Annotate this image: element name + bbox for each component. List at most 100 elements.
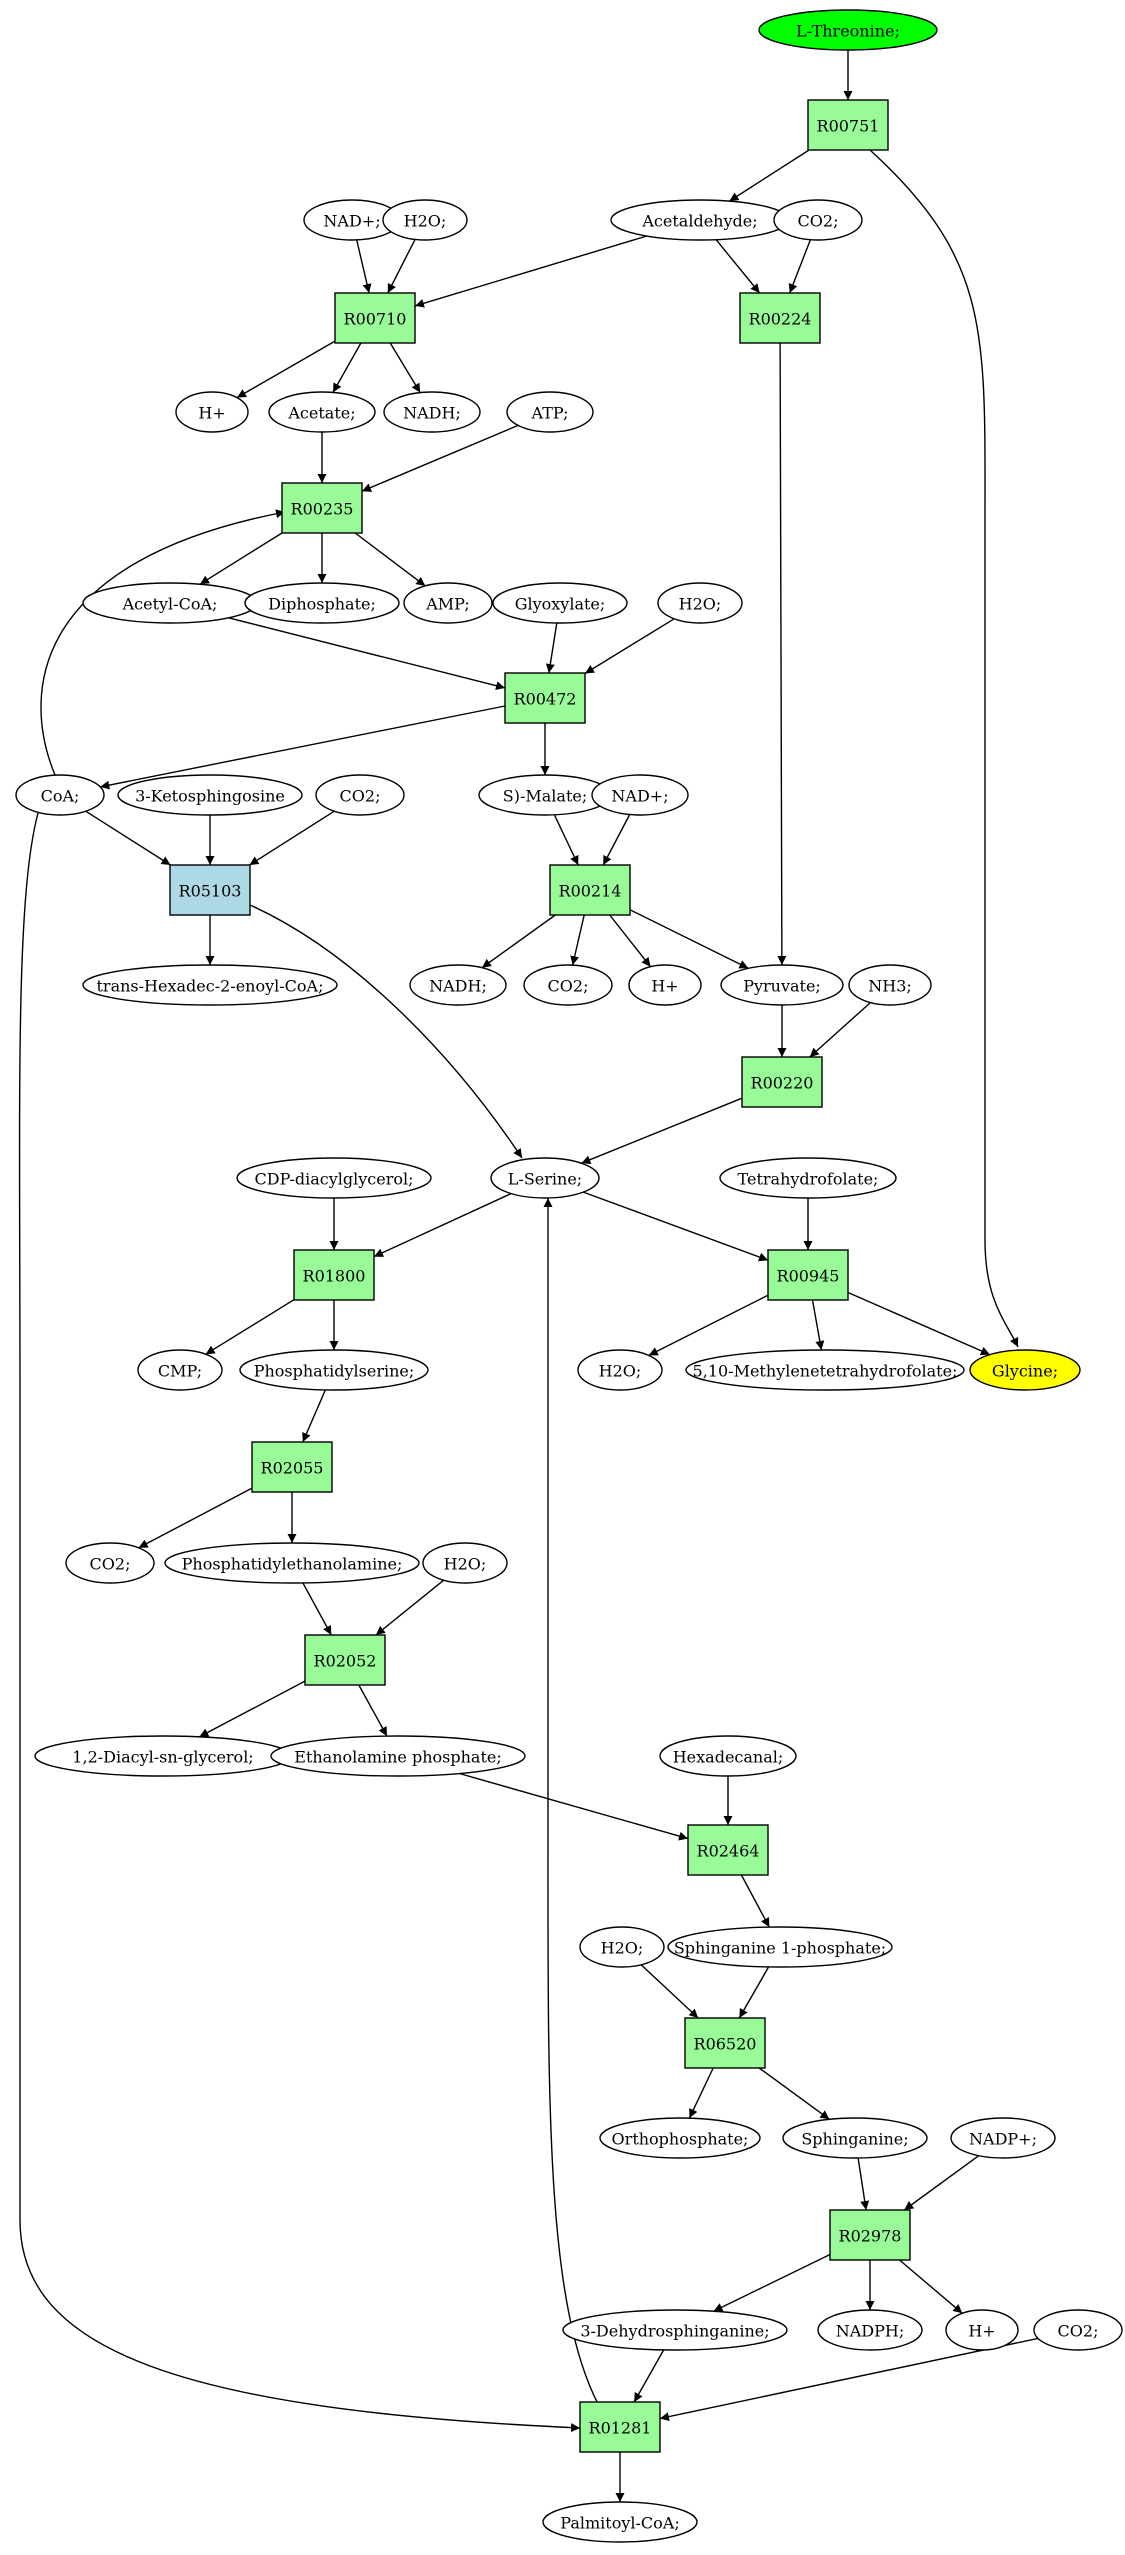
edge-acetald-to-R00710 [414, 235, 648, 308]
edge-R00220-to-serine [581, 1097, 743, 1164]
node-label: R00224 [749, 310, 812, 329]
compound-ellipse [315, 774, 405, 816]
compound-node-nadp: NADP+; [950, 2117, 1056, 2159]
edge-coa-to-R01281 [18, 812, 581, 2433]
compound-ellipse [782, 2117, 928, 2159]
node-label: Palmitoyl-CoA; [560, 2514, 679, 2533]
node-label: R01800 [303, 1267, 366, 1286]
edge-nh3-to-R00220 [809, 1002, 871, 1058]
node-label: R05103 [179, 882, 242, 901]
compound-ellipse [719, 1157, 897, 1199]
compound-ellipse [579, 1926, 665, 1968]
edge-h2o2-to-R00472 [584, 618, 675, 675]
edge-R02055-to-co2d [138, 1487, 253, 1549]
node-label: R00220 [751, 1074, 814, 1093]
reaction-node-r00710: R00710 [334, 292, 416, 344]
compound-node-h: H+ [175, 391, 249, 433]
compound-node-3-dehydrosphinganine: 3-Dehydrosphinganine; [562, 2309, 788, 2351]
node-label: R02464 [697, 1842, 760, 1861]
edge-dehydrosph-to-R01281 [633, 2349, 665, 2403]
node-label: Orthophosphate; [612, 2130, 749, 2149]
edge-ethp-to-R02464 [459, 1772, 689, 1841]
compound-node-tetrahydrofolate: Tetrahydrofolate; [719, 1157, 897, 1199]
node-label: H+ [198, 404, 225, 423]
edge-R05103-to-serine [249, 904, 523, 1159]
compound-ellipse [383, 391, 481, 433]
compound-node-co2: CO2; [523, 964, 613, 1006]
compound-node-phosphatidylethanolamine: Phosphatidylethanolamine; [164, 1542, 420, 1584]
reaction-node-r00945: R00945 [767, 1249, 849, 1301]
reaction-node-r00214: R00214 [549, 864, 631, 916]
edge-R00235-to-amp [354, 532, 426, 587]
reaction-node-r00751: R00751 [807, 99, 889, 151]
edge-h2o1-to-R00710 [387, 239, 416, 294]
node-label: R00235 [291, 500, 354, 519]
edge-h2o4-to-R02052 [375, 1579, 445, 1636]
compound-node-hexadecanal: Hexadecanal; [659, 1735, 797, 1777]
compound-ellipse [523, 964, 613, 1006]
edge-R02978-to-dehydrosph [713, 2253, 831, 2312]
node-label: Tetrahydrofolate; [738, 1170, 879, 1189]
edge-R00214-to-hplus2 [609, 914, 652, 968]
compound-node-cdp-diacylglycerol: CDP-diacylglycerol; [236, 1157, 432, 1199]
reaction-node-r06520: R06520 [684, 2017, 766, 2069]
compound-ellipse [268, 391, 376, 433]
compound-ellipse [685, 1349, 965, 1391]
node-label: NADP+; [969, 2130, 1037, 2149]
compound-node-acetyl-coa: Acetyl-CoA; [82, 582, 258, 624]
edge-nadp-to-R02978 [903, 2155, 980, 2211]
compound-node-h2o: H2O; [422, 1542, 508, 1584]
edge-R02464-to-sph1p [740, 1874, 770, 1928]
edge-R02052-to-ethp [358, 1684, 388, 1737]
node-label: Diphosphate; [268, 595, 376, 614]
node-label: Glyoxylate; [515, 595, 606, 614]
compound-ellipse [591, 774, 689, 816]
node-label: R01281 [589, 2419, 652, 2438]
compound-node-nh3: NH3; [848, 964, 932, 1006]
compound-ellipse [244, 582, 400, 624]
reaction-node-r02052: R02052 [304, 1634, 386, 1686]
edge-malate-to-R00214 [553, 814, 579, 866]
node-label: NAD+; [323, 212, 380, 231]
compound-node-h2o: H2O; [657, 582, 743, 624]
edge-ptdeth-to-R02052 [302, 1582, 332, 1636]
compound-ellipse [137, 1349, 223, 1391]
reaction-node-r01281: R01281 [579, 2401, 661, 2453]
reaction-box [829, 2209, 911, 2261]
compound-ellipse [577, 1349, 663, 1391]
edge-coa-to-R00235 [40, 509, 286, 776]
node-label: H2O; [444, 1555, 487, 1574]
node-label: CO2; [548, 977, 589, 996]
compound-node-glyoxylate: Glyoxylate; [492, 582, 628, 624]
compound-ellipse [542, 2501, 698, 2543]
compound-node-5-10-methylenetetrahydrofolate: 5,10-Methylenetetrahydrofolate; [685, 1349, 965, 1391]
edge-R00224-to-pyruvate [777, 342, 787, 966]
compound-ellipse [492, 582, 628, 624]
compound-ellipse [506, 391, 594, 433]
compound-node-sphinganine: Sphinganine; [782, 2117, 928, 2159]
reaction-node-r02978: R02978 [829, 2209, 911, 2261]
edge-R00214-to-pyruvate [629, 909, 749, 969]
edge-ptdser-to-R02055 [302, 1389, 327, 1443]
edge-R00751-to-acetald [729, 149, 810, 202]
compound-ellipse [628, 964, 702, 1006]
node-label: NAD+; [611, 787, 668, 806]
edge-R06520-to-orthop [688, 2067, 714, 2119]
compound-node-diphosphate: Diphosphate; [244, 582, 400, 624]
node-label: trans-Hexadec-2-enoyl-CoA; [97, 977, 324, 996]
compound-node-acetaldehyde: Acetaldehyde; [610, 199, 790, 241]
edge-acetylcoa-to-R00472 [228, 617, 506, 691]
edge-nad2-to-R00214 [602, 814, 631, 866]
compound-node-glycine: Glycine; [969, 1349, 1081, 1391]
compound-node-phosphatidylserine: Phosphatidylserine; [239, 1349, 429, 1391]
edge-R00945-to-methylthf [811, 1299, 825, 1351]
compound-ellipse [236, 1157, 432, 1199]
node-label: CDP-diacylglycerol; [255, 1170, 414, 1189]
edge-co2a-to-R00224 [788, 239, 812, 294]
node-label: CMP; [158, 1362, 202, 1381]
node-label: AMP; [425, 595, 470, 614]
edge-R00235-to-acetylcoa [199, 532, 283, 585]
compound-ellipse [175, 391, 249, 433]
compound-node-ethanolamine-phosphate: Ethanolamine phosphate; [270, 1735, 526, 1777]
edge-R00710-to-nadh1 [389, 342, 421, 393]
